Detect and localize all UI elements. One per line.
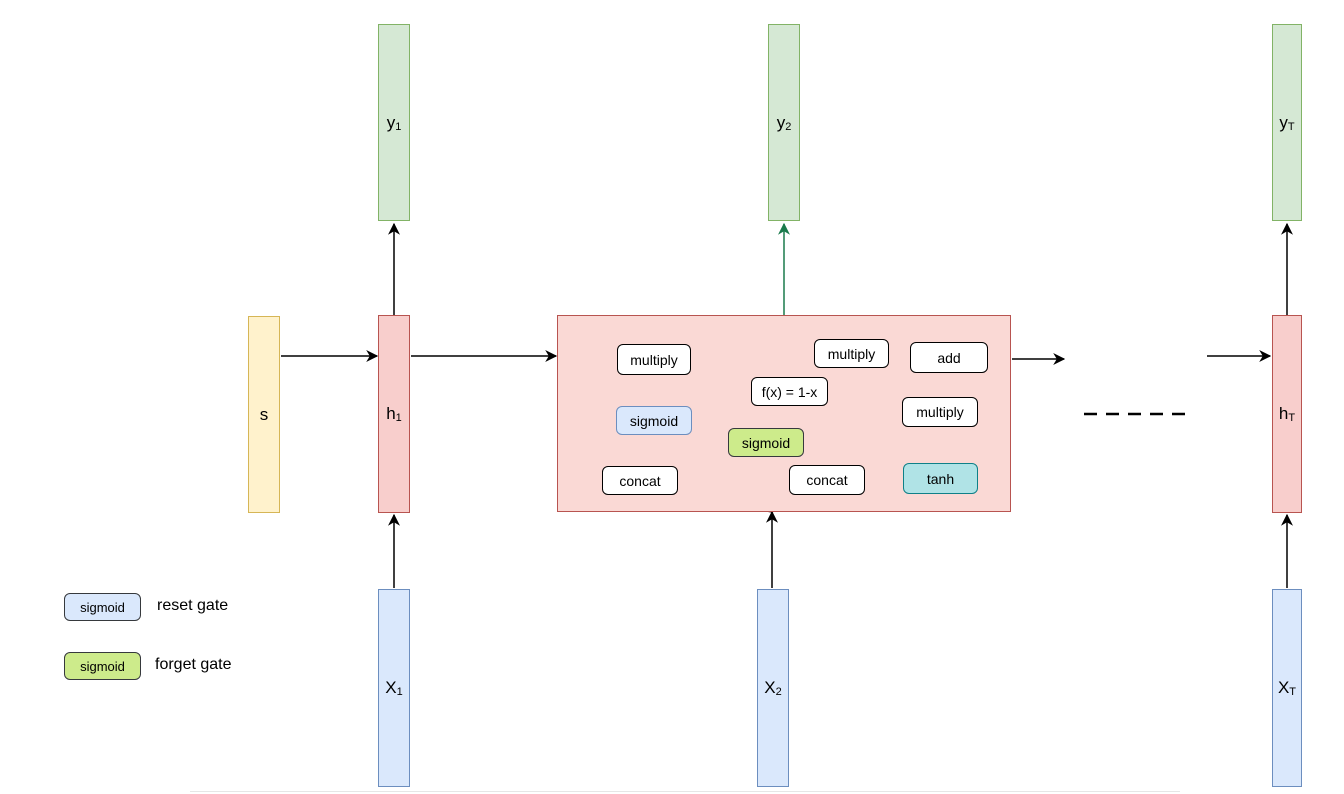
sigmoid-forget-node: sigmoid (728, 428, 804, 457)
h1-label: h1 (386, 404, 402, 424)
multiply-mid-node: multiply (902, 397, 978, 427)
concat-left-label: concat (619, 472, 661, 489)
legend-reset-chip: sigmoid (64, 593, 141, 621)
multiply-reset-label: multiply (630, 351, 678, 368)
output-y2: y2 (768, 24, 800, 221)
hT-label: hT (1278, 404, 1296, 424)
sigmoid-reset-label: sigmoid (629, 412, 679, 429)
initial-state-s: s (248, 316, 280, 513)
hidden-h1: h1 (378, 315, 410, 513)
input-x2: X2 (757, 589, 789, 787)
bottom-rule (190, 791, 1180, 792)
yT-label: yT (1279, 112, 1295, 133)
sigmoid-forget-label: sigmoid (741, 434, 791, 451)
input-x1: X1 (378, 589, 410, 787)
one-minus-node: f(x) = 1-x (751, 377, 828, 406)
one-minus-label: f(x) = 1-x (761, 383, 818, 400)
add-label: add (937, 349, 961, 366)
s-label: s (259, 404, 269, 424)
solid-arrows (281, 222, 1293, 588)
tanh-node: tanh (903, 463, 978, 494)
y1-label: y1 (386, 112, 402, 133)
tanh-label: tanh (926, 470, 955, 487)
concat-left-node: concat (602, 466, 678, 495)
multiply-reset-node: multiply (617, 344, 691, 375)
add-node: add (910, 342, 988, 373)
output-yT: yT (1272, 24, 1302, 221)
x1-label: X1 (385, 678, 403, 698)
concat-right-node: concat (789, 465, 865, 495)
multiply-mid-label: multiply (916, 404, 964, 420)
multiply-top-label: multiply (827, 345, 876, 362)
legend-reset-chip-label: sigmoid (80, 599, 125, 615)
hidden-hT: hT (1272, 315, 1302, 513)
legend-forget-chip: sigmoid (64, 652, 141, 680)
y2-label: y2 (776, 112, 792, 133)
legend-forget-text: forget gate (155, 656, 232, 673)
x2-label: X2 (764, 678, 782, 698)
concat-right-label: concat (806, 472, 848, 488)
input-xT: XT (1272, 589, 1302, 787)
output-y1: y1 (378, 24, 410, 221)
xT-label: XT (1277, 678, 1297, 698)
legend-reset-text: reset gate (157, 597, 229, 614)
sigmoid-reset-node: sigmoid (616, 406, 692, 435)
multiply-top-node: multiply (814, 339, 889, 368)
legend-forget-chip-label: sigmoid (80, 658, 125, 674)
